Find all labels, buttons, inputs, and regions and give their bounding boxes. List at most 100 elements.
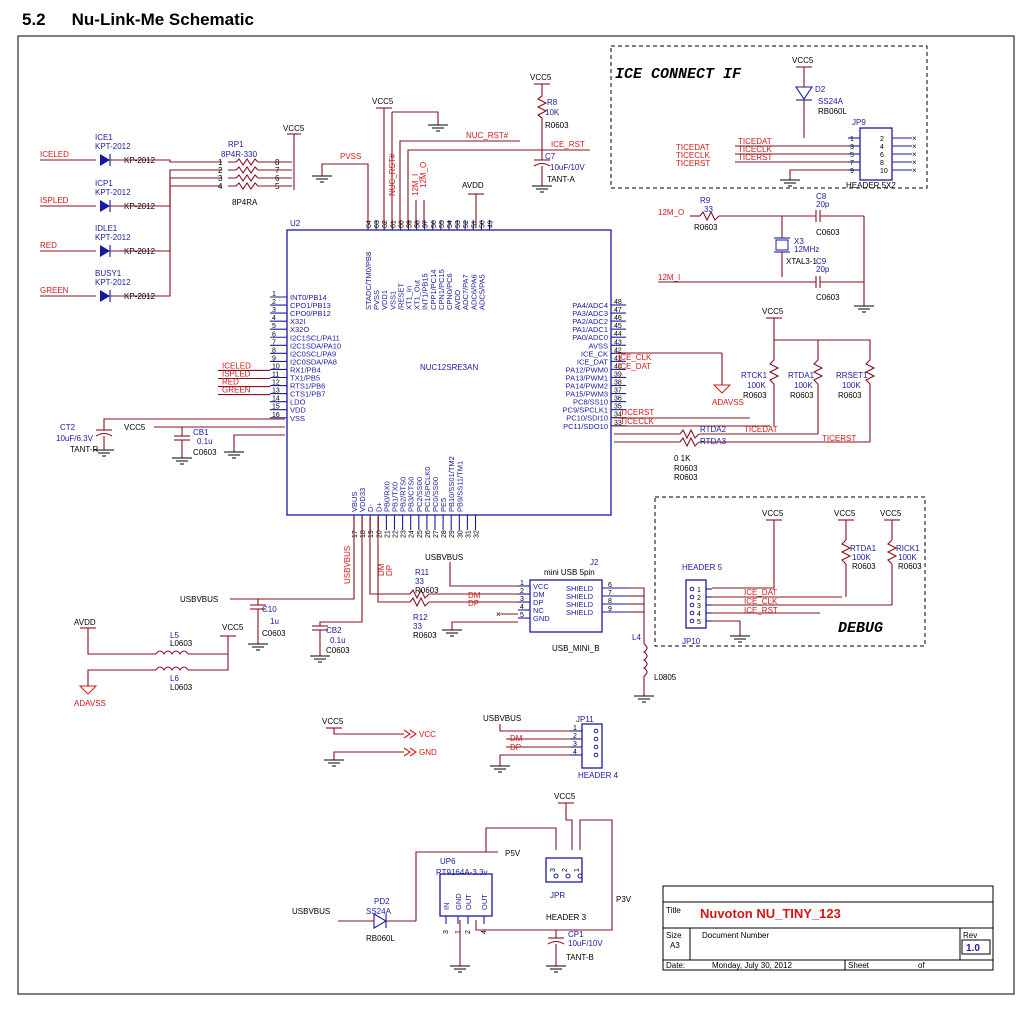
u2-left-name-9: RX1/PB4 <box>290 365 321 374</box>
u2-left-pinnum-11: 12 <box>272 380 280 387</box>
led-ref-1: ICP1 <box>95 179 113 188</box>
u2-bottom-pinnum-0: 17 <box>352 530 359 538</box>
jp11-num-1: 2 <box>573 733 577 740</box>
jp9-lnum-4: 9 <box>850 168 854 175</box>
jp9-rnum-2: 6 <box>880 152 884 159</box>
jp9-part: HEADER 5X2 <box>846 181 896 190</box>
u2-bottom-name-8: PC2/SS00 <box>415 477 424 512</box>
pvss-label: PVSS <box>340 152 361 161</box>
cb2-ref: CB2 <box>326 626 342 635</box>
u2-bottom-pinnum-15: 32 <box>474 530 481 538</box>
ticedat-mid: TICEDAT <box>744 425 778 434</box>
u2-top-pinnum-6: 58 <box>415 220 422 228</box>
u2-part: NUC12SRE3AN <box>420 363 478 372</box>
d2-package: RB060L <box>818 107 847 116</box>
ct2-value: 10uF/6.3V <box>56 434 94 443</box>
jp9-nc-3: × <box>912 158 917 167</box>
u2-top-name-12: ADC7/PA7 <box>461 274 470 310</box>
r9-value: 33 <box>704 205 713 214</box>
section-title: Nu-Link-Me Schematic <box>71 10 254 29</box>
led-link-0 <box>110 159 222 163</box>
ticeclk-mid: TICECLK <box>620 417 654 426</box>
j2-sub: USB_MINI_B <box>552 644 600 653</box>
u2-right-pinnum-12: 36 <box>614 396 622 403</box>
j2-connector <box>529 579 603 633</box>
jp10-hole-1 <box>689 594 695 600</box>
adavss-l6-label: ADAVSS <box>74 699 106 708</box>
u2-top-name-9: CPN1/PC15 <box>437 269 446 310</box>
rrset1-value: 100K <box>842 381 861 390</box>
r12-package: R0603 <box>413 631 437 640</box>
u2-bottom-pinnum-4: 21 <box>384 530 391 538</box>
rp1-res-0 <box>228 158 292 166</box>
u2-right-pinnum-7: 41 <box>614 355 622 362</box>
u2-top-name-7: INT1/PB15 <box>421 273 430 310</box>
u2-left-pinnum-10: 11 <box>272 372 279 379</box>
c9-ref: C9 <box>816 257 827 266</box>
u2-right-pinnum-3: 45 <box>614 323 622 330</box>
rtda3-ref: RTDA3 <box>700 437 727 446</box>
pd2-package: RB060L <box>366 934 395 943</box>
u2-top-pinnum-15: 49 <box>488 220 495 228</box>
jp10-hole-0 <box>689 586 695 592</box>
usb-dp-vert: DP <box>385 565 394 576</box>
ticerst-left: TICERST <box>676 159 710 168</box>
c10-value: 1u <box>270 617 279 626</box>
pd2-value: SS24A <box>366 907 392 916</box>
led-part-2: KPT-2012 <box>95 233 131 242</box>
jp11-header <box>581 723 603 769</box>
u2-left-name-4: X32O <box>290 325 309 334</box>
u2-left-pinnum-0: 1 <box>272 291 276 298</box>
m12o-net: 12M_O <box>658 208 684 217</box>
l4-ref: L4 <box>632 633 641 642</box>
jp10-hole-3 <box>689 610 695 616</box>
ice-connect-title: ICE CONNECT IF <box>615 66 742 83</box>
vcc5-jpr-label: VCC5 <box>554 792 576 801</box>
r9-ref: R9 <box>700 196 711 205</box>
u2-top-name-13: ADC6/PA6 <box>469 274 478 310</box>
led-net-2: RED <box>40 241 57 250</box>
r11-ref: R11 <box>415 568 430 577</box>
jp10-num-4: 5 <box>697 619 701 626</box>
l6-package: L0603 <box>170 683 193 692</box>
rp1-res-1 <box>228 166 292 174</box>
ct2-package: TANT-R <box>70 445 99 454</box>
cb2-value: 0.1u <box>330 636 346 645</box>
vcc5-l5-label: VCC5 <box>222 623 244 632</box>
jp11-part: HEADER 4 <box>578 771 619 780</box>
led-part-1: KPT-2012 <box>95 188 131 197</box>
jp10-header <box>685 579 707 629</box>
title-block: Title Nuvoton NU_TINY_123 Size A3 Docume… <box>662 885 994 971</box>
u2-top-name-1: PVSS <box>372 290 381 310</box>
u2-bottom-pinnum-1: 18 <box>360 530 367 538</box>
u2-top-pinnum-5: 59 <box>407 220 414 228</box>
c7-value: 10uF/10V <box>550 163 585 172</box>
u2-left-name-6: I2C1SDA/PA10 <box>290 341 341 350</box>
up6-regulator <box>439 873 493 917</box>
rtda2-pkg1: R0603 <box>674 464 698 473</box>
led-part-3: KPT-2012 <box>95 278 131 287</box>
u2-left-pinnum-6: 7 <box>272 339 276 346</box>
usbvbus-jp11-label: USBVBUS <box>483 714 521 723</box>
u2-left-pinnum-8: 9 <box>272 355 276 362</box>
u2-bottom-pinnum-10: 27 <box>433 530 440 538</box>
u2-left-pinnum-14: 15 <box>272 404 280 411</box>
jp9-nc-2: × <box>912 150 917 159</box>
sheet-label: Sheet <box>848 961 870 970</box>
j2-name-0: VCC <box>533 582 549 591</box>
r12-value: 33 <box>413 622 422 631</box>
c7-package: TANT-A <box>547 175 576 184</box>
u2-bottom-name-13: PB9/SS11/TM1 <box>455 461 464 512</box>
u2-left-pinnum-9: 10 <box>272 363 280 370</box>
u2-right-pinnum-11: 37 <box>614 388 622 395</box>
rp1-pin-l-3: 4 <box>218 182 223 191</box>
rtck1-ref: RTCK1 <box>741 371 768 380</box>
cp1-value: 10uF/10V <box>568 939 603 948</box>
j2-name-2: DP <box>533 598 543 607</box>
rtck1-resistor <box>768 359 780 385</box>
ticerst-right2: TICERST <box>822 434 856 443</box>
jpr-part: HEADER 3 <box>546 913 587 922</box>
jp9-nc-0: × <box>912 134 917 143</box>
u2-left-name-2: CPO0/PB12 <box>290 309 331 318</box>
